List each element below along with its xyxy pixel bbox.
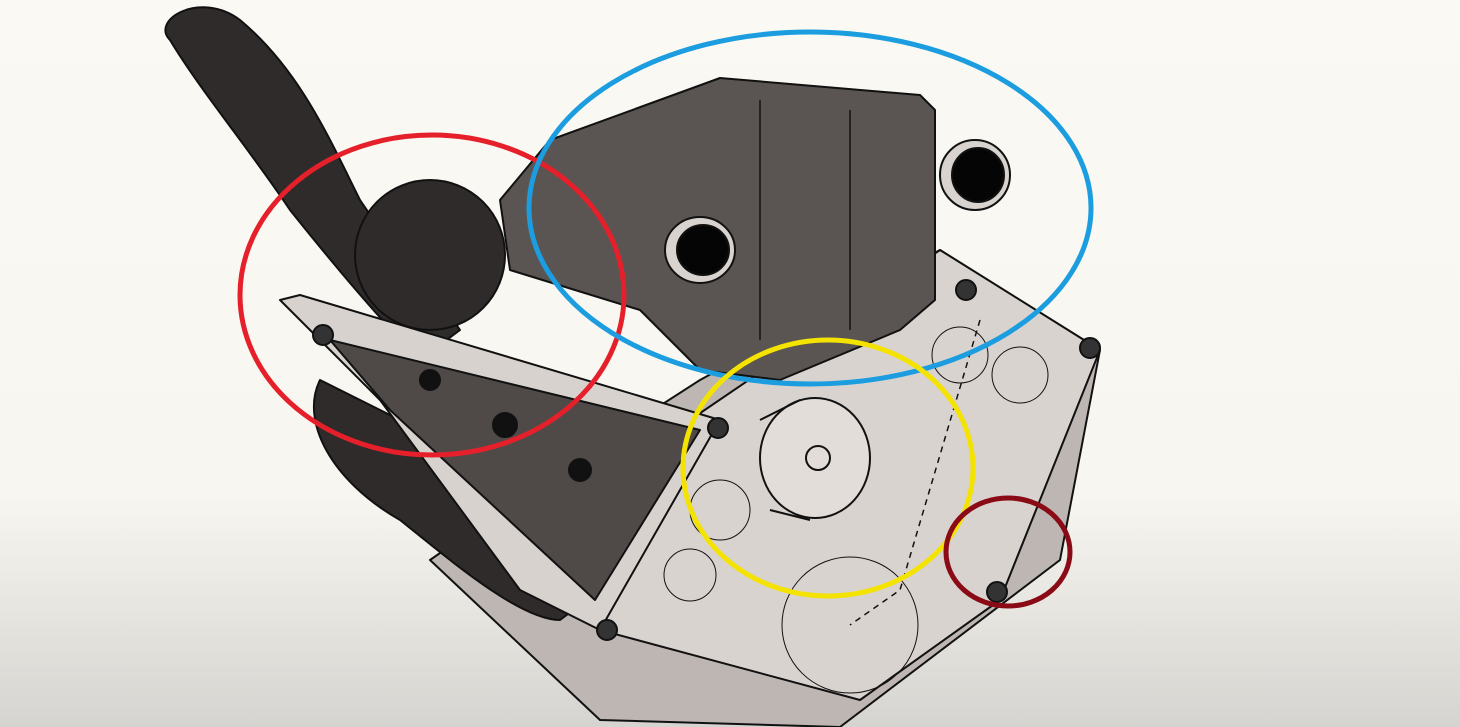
pulley-large (781, 556, 919, 694)
turbo-housing (354, 179, 506, 331)
engine-illustration (164, 6, 1101, 727)
annotation-layer (237, 29, 1094, 609)
yellow-highlight-ellipse (680, 337, 976, 599)
center-pulley (759, 397, 871, 519)
blue-highlight-ellipse (526, 29, 1094, 387)
darkred-highlight-ellipse (943, 495, 1073, 609)
red-highlight-ellipse (237, 132, 627, 458)
